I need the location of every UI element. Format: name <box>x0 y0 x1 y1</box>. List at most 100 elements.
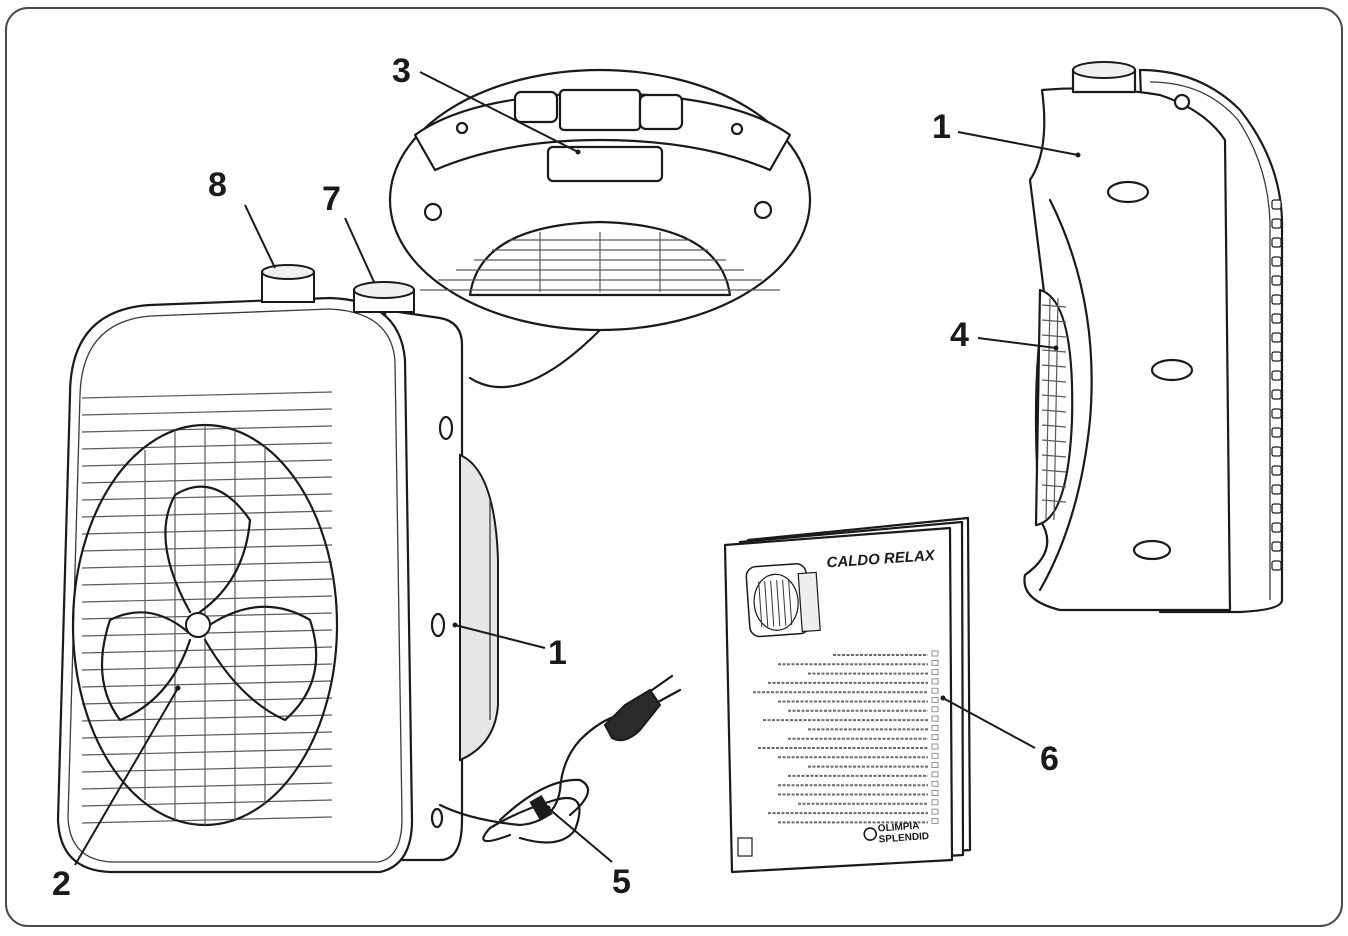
grille-slat <box>81 476 333 484</box>
rear-grille-line <box>1041 469 1067 473</box>
leader-lines <box>74 71 1081 866</box>
rear-grille-line <box>1041 364 1067 368</box>
svg-text:OLIMPIA: OLIMPIA <box>877 821 919 835</box>
leader-4 <box>977 337 1057 349</box>
grille-slat <box>81 425 333 433</box>
side-vent <box>1271 465 1282 476</box>
side-vent <box>1271 332 1282 343</box>
grille-slat <box>81 459 333 467</box>
leader-8 <box>244 204 276 269</box>
side-vent <box>1271 427 1282 438</box>
side-view-screw <box>1173 93 1191 111</box>
side-hole-bottom <box>430 807 444 829</box>
callout-7: 7 <box>322 180 341 218</box>
rear-grille-line <box>1041 424 1067 428</box>
reset-button <box>546 145 664 183</box>
screw-left <box>455 121 469 135</box>
side-vent <box>1271 294 1282 305</box>
grille-slat <box>81 391 333 399</box>
leader-5 <box>547 807 613 863</box>
callout-1-front: 1 <box>548 634 567 672</box>
heater-rear-housing <box>459 453 499 762</box>
grille-slat <box>81 527 333 535</box>
callout-5: 5 <box>612 863 631 901</box>
power-cord <box>438 674 682 844</box>
side-vent <box>1271 237 1282 248</box>
side-vent <box>1271 313 1282 324</box>
callout-4: 4 <box>950 316 969 354</box>
side-vent <box>1271 484 1282 495</box>
callout-6: 6 <box>1040 740 1059 778</box>
rear-grille-line <box>1041 349 1067 353</box>
rear-grille-line <box>1041 334 1067 338</box>
fan-blades <box>100 485 318 722</box>
rear-grille-line <box>1041 394 1067 398</box>
grille-slat <box>81 578 333 586</box>
rear-grille-line <box>1041 379 1067 383</box>
grille-slat <box>81 782 333 790</box>
foot-hole-left <box>423 202 443 222</box>
grille-slat <box>81 663 333 671</box>
zoom-connector <box>468 328 602 389</box>
side-vent <box>1271 389 1282 400</box>
side-vent <box>1271 522 1282 533</box>
leader-3 <box>419 71 579 153</box>
rear-grille-lines <box>1041 297 1067 521</box>
side-vent <box>1271 275 1282 286</box>
callout-2: 2 <box>52 865 71 903</box>
side-vent <box>1271 503 1282 514</box>
side-vent <box>1271 408 1282 419</box>
instruction-manual: CALDO RELAX OLIMPIA SPLENDID <box>723 516 972 874</box>
manual-brand-logo: OLIMPIA SPLENDID <box>863 821 929 846</box>
side-vent <box>1271 256 1282 267</box>
side-hole-top <box>438 415 454 441</box>
grille-slat <box>81 595 333 603</box>
foot-hole-right <box>753 200 773 220</box>
grille-slat <box>81 731 333 739</box>
screw-right <box>730 122 744 136</box>
side-view-hole-bottom <box>1132 539 1172 561</box>
rear-grille-line <box>1041 319 1067 323</box>
side-hole-middle <box>430 612 446 638</box>
manual-ce-mark <box>737 837 753 857</box>
grille-slat <box>81 697 333 705</box>
rear-grille-line <box>1041 454 1067 458</box>
grille-slat <box>81 646 333 654</box>
callout-8: 8 <box>208 166 227 204</box>
cord-tie <box>529 794 553 822</box>
grille-slat <box>81 799 333 807</box>
grille-slat <box>81 816 333 824</box>
side-vents <box>1271 199 1282 571</box>
knob-7 <box>353 281 415 313</box>
grille-slat <box>81 544 333 552</box>
side-vent <box>1271 446 1282 457</box>
heater-front-inner-rim <box>67 308 403 863</box>
plug-body <box>603 688 662 742</box>
zoom-inset-underside <box>388 68 812 389</box>
leader-1-side <box>454 624 546 649</box>
side-vent <box>1271 370 1282 381</box>
manual-cover-heater <box>745 563 821 638</box>
side-vent <box>1271 218 1282 229</box>
callout-1-side: 1 <box>932 108 951 146</box>
side-view-rear-rim <box>1149 81 1271 600</box>
side-vent <box>1271 541 1282 552</box>
grille-slat <box>81 561 333 569</box>
inset-knob-left <box>513 90 559 124</box>
side-vent <box>1271 351 1282 362</box>
leader-7 <box>344 217 375 283</box>
grille-slat <box>81 680 333 688</box>
leader-1-right <box>957 131 1079 156</box>
rear-grille-line <box>1041 409 1067 413</box>
side-view-hole-middle <box>1150 358 1194 382</box>
rear-grille-line <box>1041 304 1067 308</box>
front-grille <box>81 391 333 824</box>
callout-3: 3 <box>392 52 411 90</box>
side-contour <box>1038 198 1093 592</box>
underside-grille-slats <box>420 232 780 292</box>
grille-slat <box>81 442 333 450</box>
grille-slat <box>81 510 333 518</box>
inset-knob-right <box>638 93 684 131</box>
